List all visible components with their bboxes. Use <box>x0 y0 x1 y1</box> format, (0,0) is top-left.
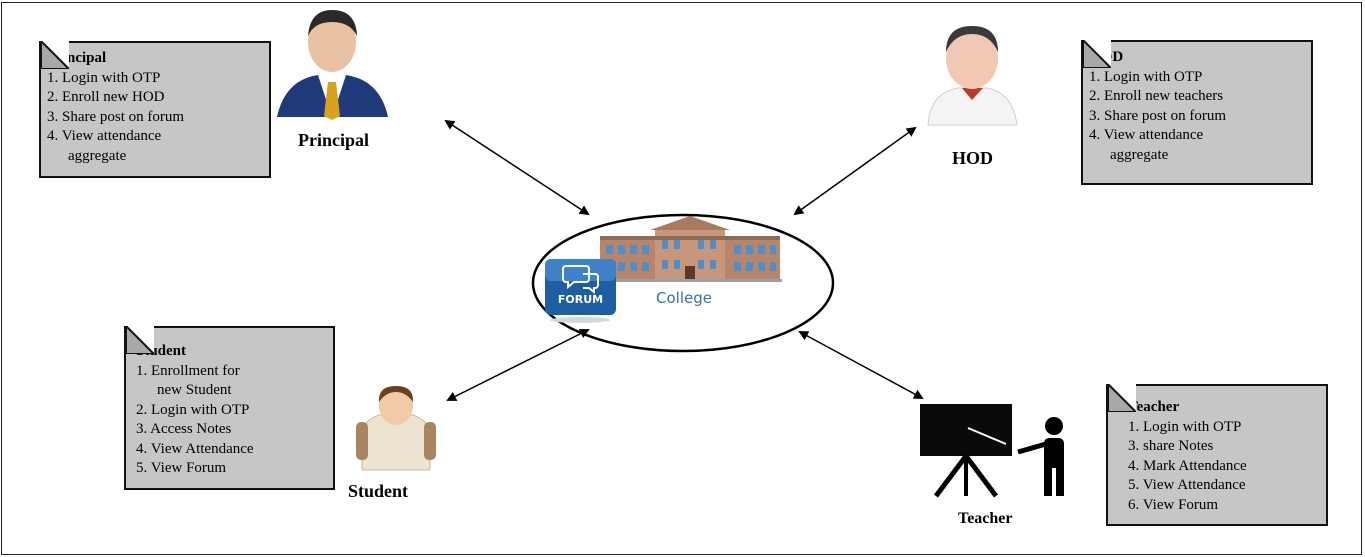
hod-note-item: 4. View attendance <box>1089 127 1204 143</box>
hod-note-item: 2. Enroll new teachers <box>1089 88 1224 104</box>
principal-note-item: 2. Enroll new HOD <box>47 89 165 105</box>
student-note-item: new Student <box>157 382 232 398</box>
teacher-person-icon <box>920 404 1064 498</box>
student-note-item: 5. View Forum <box>136 460 227 476</box>
note-fold-icon <box>1108 384 1136 412</box>
principal-note-title: Principal <box>47 50 107 66</box>
teacher-note: Teacher 1. Login with OTP 3. share Notes… <box>1106 384 1328 526</box>
arrow-hod-hub <box>793 126 917 216</box>
principal-note: Principal 1. Login with OTP 2. Enroll ne… <box>39 41 271 178</box>
principal-person-icon <box>277 10 388 120</box>
hod-note: HOD 1. Login with OTP 2. Enroll new teac… <box>1081 40 1313 185</box>
student-note-item: 4. View Attendance <box>136 440 254 457</box>
principal-note-item: 1. Login with OTP <box>47 69 161 86</box>
principal-note-item: 3. Share post on forum <box>47 108 185 125</box>
hod-person-icon <box>927 26 1018 126</box>
note-fold-icon <box>1083 40 1111 68</box>
teacher-note-title: Teacher <box>1128 399 1180 415</box>
student-note-title: Student <box>136 343 187 359</box>
teacher-note-item: 1. Login with OTP <box>1128 418 1242 435</box>
forum-icon <box>545 259 616 323</box>
college-hub-ellipse <box>531 213 835 353</box>
college-label: College <box>656 289 712 307</box>
student-note-item: 1. Enrollment for <box>136 362 240 379</box>
hod-note-item: aggregate <box>1110 146 1169 163</box>
note-fold-icon <box>41 41 69 69</box>
note-fold-icon <box>126 326 154 354</box>
hod-note-title: HOD <box>1089 48 1307 68</box>
teacher-label: Teacher <box>958 510 1013 527</box>
hod-label: HOD <box>952 148 994 168</box>
principal-note-item: aggregate <box>68 147 127 164</box>
student-person-icon <box>356 386 436 471</box>
arrow-teacher-hub <box>798 331 924 399</box>
student-note-item: 3. Access Notes <box>136 421 232 437</box>
teacher-note-item: 3. share Notes <box>1128 438 1214 454</box>
principal-label: Principal <box>298 130 369 150</box>
student-label: Student <box>348 481 409 501</box>
student-note-item: 2. Login with OTP <box>136 401 250 418</box>
principal-note-item: 4. View attendance <box>47 128 162 144</box>
student-note: Student 1. Enrollment for new Student 2.… <box>124 326 335 490</box>
arrow-principal-hub <box>444 119 590 216</box>
hod-note-item: 3. Share post on forum <box>1089 107 1227 124</box>
teacher-note-item: 4. Mark Attendance <box>1128 457 1247 474</box>
forum-badge-text: FORUM <box>557 293 604 306</box>
arrow-student-hub <box>446 329 590 401</box>
hod-note-item: 1. Login with OTP <box>1089 68 1203 85</box>
teacher-note-item: 5. View Attendance <box>1128 477 1246 493</box>
teacher-note-item: 6. View Forum <box>1128 496 1219 513</box>
college-building-icon <box>598 216 782 282</box>
